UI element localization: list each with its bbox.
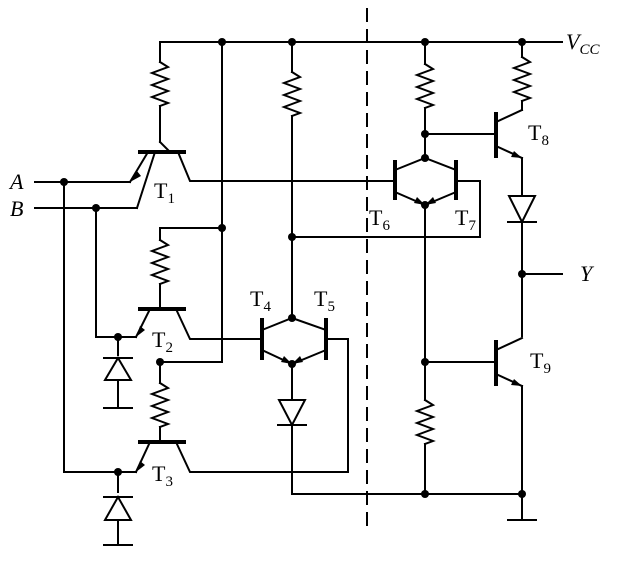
resistor-r4	[281, 70, 303, 118]
t4-t5-stage	[260, 41, 523, 495]
t8-stage	[494, 41, 563, 337]
resistor-r7	[414, 398, 436, 446]
t3-stage	[63, 181, 349, 546]
t5-label: T5	[314, 286, 335, 315]
input-a-label: A	[8, 169, 24, 194]
t1-stage	[34, 41, 396, 210]
output-y-label: Y	[580, 261, 595, 286]
t1-label: T1	[154, 178, 175, 207]
t6-t7-stage	[393, 41, 497, 495]
t2-label: T2	[152, 327, 173, 356]
t6-label: T6	[369, 205, 390, 234]
resistor-r1	[149, 60, 171, 108]
t2-stage	[95, 207, 263, 409]
diode-d8	[507, 195, 537, 225]
diode-d4	[277, 399, 307, 428]
resistor-r3	[149, 381, 171, 429]
diode-d2	[103, 356, 133, 381]
vcc-label: VCC	[566, 29, 600, 58]
t7-label: T7	[455, 205, 476, 234]
input-b-label: B	[10, 196, 23, 221]
resistor-r2	[149, 238, 171, 286]
resistor-r8	[511, 55, 533, 103]
t3-label: T3	[152, 461, 173, 490]
diode-d3	[103, 494, 133, 521]
t8-label: T8	[528, 120, 549, 149]
t4-label: T4	[250, 286, 271, 315]
resistor-r6	[414, 62, 436, 110]
t9-label: T9	[530, 348, 551, 377]
junction-dots	[60, 38, 526, 498]
